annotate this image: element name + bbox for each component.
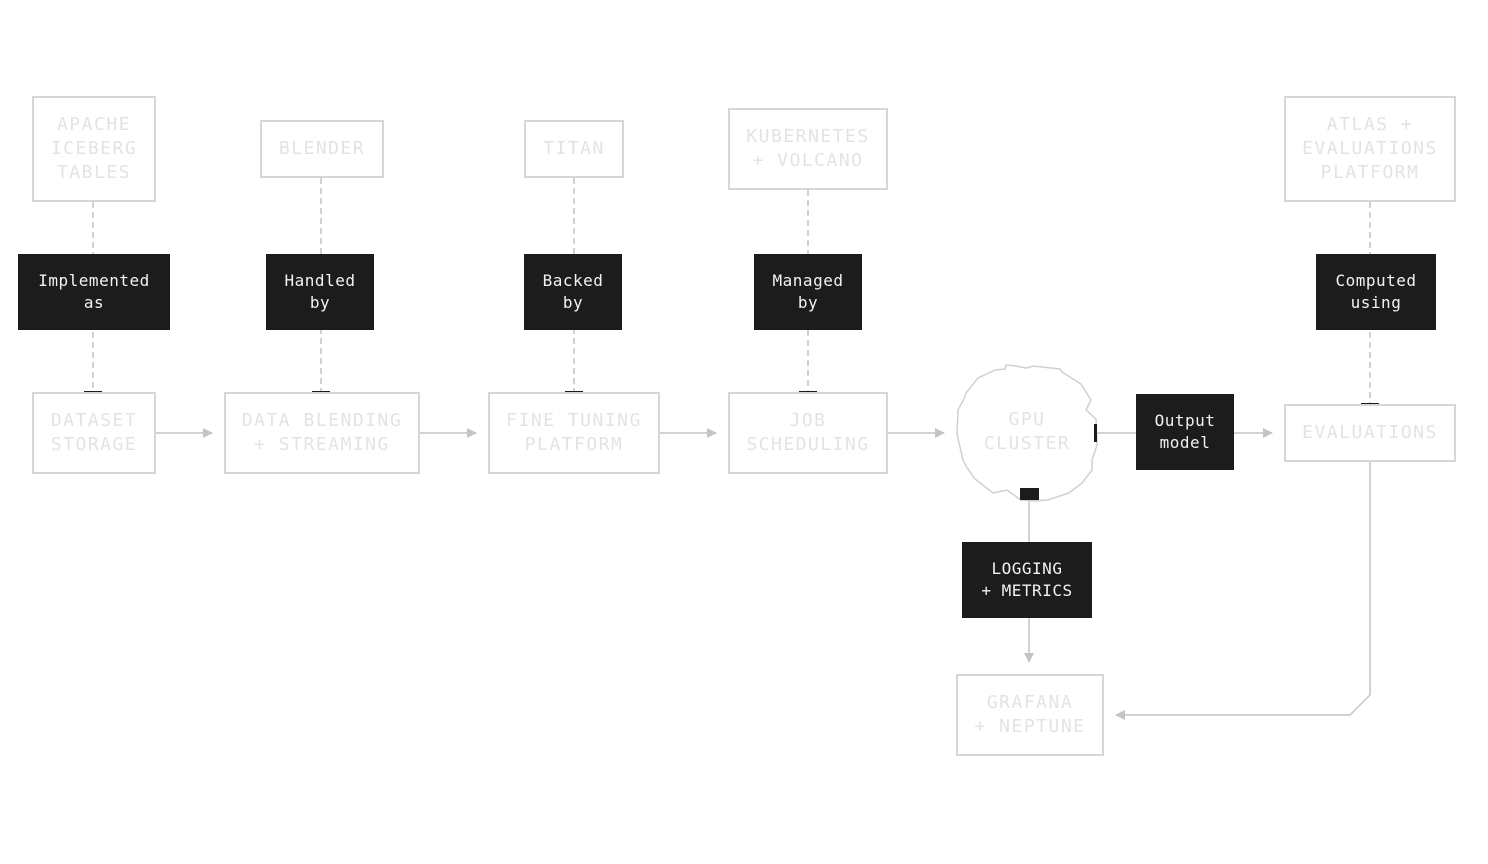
node-fine-tuning-label: FINE TUNING PLATFORM [506, 410, 642, 455]
arrow-evaluations-to-grafana [1115, 462, 1371, 720]
gpu-cluster-gear [956, 364, 1098, 502]
node-data-blending: DATA BLENDING + STREAMING [224, 392, 420, 474]
label-computed-using-text: Computed using [1335, 271, 1417, 312]
label-implemented-as-text: Implemented as [38, 271, 150, 312]
label-computed-using: Computed using [1316, 254, 1436, 330]
node-atlas-evaluations-label: ATLAS + EVALUATIONS PLATFORM [1302, 114, 1438, 183]
label-output-model-text: Output model [1154, 411, 1216, 452]
label-handled-by: Handled by [266, 254, 374, 330]
node-kubernetes-volcano: KUBERNETES + VOLCANO [728, 108, 888, 190]
node-evaluations: EVALUATIONS [1284, 404, 1456, 462]
tick-gpu-bottom [1020, 488, 1039, 500]
node-titan: TITAN [524, 120, 624, 178]
label-implemented-as: Implemented as [18, 254, 170, 330]
label-managed-by-text: Managed by [772, 271, 844, 312]
node-data-blending-label: DATA BLENDING + STREAMING [241, 410, 403, 455]
node-apache-iceberg-label: APACHE ICEBERG TABLES [50, 114, 138, 183]
node-titan-label: TITAN [543, 138, 605, 159]
label-output-model: Output model [1136, 394, 1234, 470]
node-kubernetes-volcano-label: KUBERNETES + VOLCANO [746, 126, 870, 171]
node-job-scheduling-label: JOB SCHEDULING [746, 410, 870, 455]
label-logging-metrics-text: LOGGING + METRICS [981, 559, 1073, 600]
node-gpu-cluster: GPU CLUSTER [957, 408, 1097, 456]
node-blender-label: BLENDER [278, 138, 366, 159]
node-gpu-cluster-label: GPU CLUSTER [983, 409, 1071, 454]
node-dataset-storage: DATASET STORAGE [32, 392, 156, 474]
label-logging-metrics: LOGGING + METRICS [962, 542, 1092, 618]
node-evaluations-label: EVALUATIONS [1302, 422, 1438, 443]
node-fine-tuning: FINE TUNING PLATFORM [488, 392, 660, 474]
node-atlas-evaluations: ATLAS + EVALUATIONS PLATFORM [1284, 96, 1456, 202]
node-dataset-storage-label: DATASET STORAGE [50, 410, 138, 455]
node-grafana-neptune: GRAFANA + NEPTUNE [956, 674, 1104, 756]
label-backed-by-text: Backed by [542, 271, 604, 312]
label-managed-by: Managed by [754, 254, 862, 330]
node-blender: BLENDER [260, 120, 384, 178]
node-job-scheduling: JOB SCHEDULING [728, 392, 888, 474]
label-handled-by-text: Handled by [284, 271, 356, 312]
node-apache-iceberg: APACHE ICEBERG TABLES [32, 96, 156, 202]
label-backed-by: Backed by [524, 254, 622, 330]
node-grafana-neptune-label: GRAFANA + NEPTUNE [974, 692, 1086, 737]
tick-gpu-right [1094, 424, 1097, 442]
